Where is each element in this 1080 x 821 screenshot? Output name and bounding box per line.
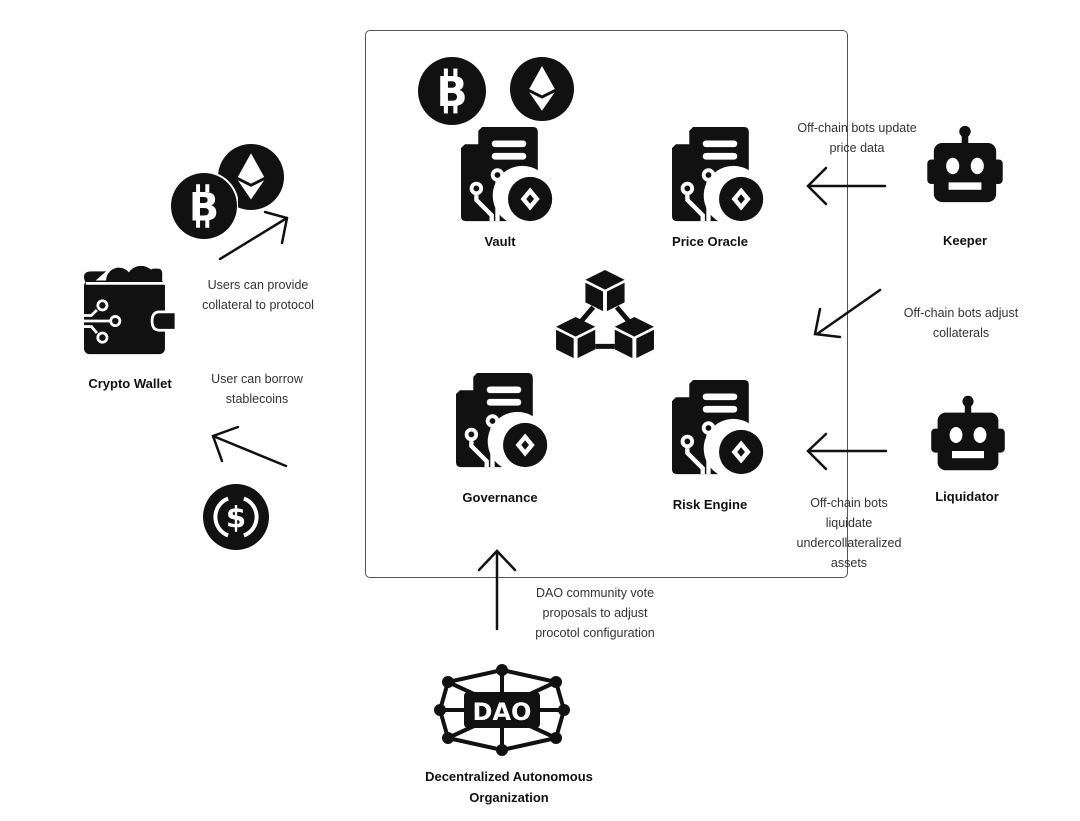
arrow-wallet-to-protocol <box>218 210 289 261</box>
risk-engine-label: Risk Engine <box>672 497 748 512</box>
vault-label: Vault <box>484 234 516 249</box>
arrow-dao-to-governance <box>477 549 517 631</box>
usdc-icon: $ <box>203 484 269 550</box>
dao-icon: DAO <box>434 664 570 756</box>
price-oracle-label: Price Oracle <box>672 234 748 249</box>
wallet-icon <box>84 265 176 355</box>
dao-label-line1: Decentralized Autonomous <box>425 769 593 784</box>
dao-badge-text: DAO <box>473 698 532 726</box>
keeper-label: Keeper <box>942 233 988 248</box>
arrow-keeper-to-risk <box>813 288 882 339</box>
liquidator-label: Liquidator <box>935 489 999 504</box>
dao-label-line2: Organization <box>469 790 549 805</box>
crypto-wallet-label: Crypto Wallet <box>88 376 172 391</box>
bitcoin-icon <box>170 172 238 240</box>
arrow-protocol-to-wallet <box>211 425 288 468</box>
governance-label: Governance <box>462 490 538 505</box>
svg-text:$: $ <box>226 501 246 535</box>
blockchain-icon <box>556 270 654 359</box>
protocol-boundary <box>365 30 848 578</box>
arrow-liquidator-to-risk <box>806 432 888 471</box>
arrow-keeper-to-oracle <box>806 166 887 206</box>
